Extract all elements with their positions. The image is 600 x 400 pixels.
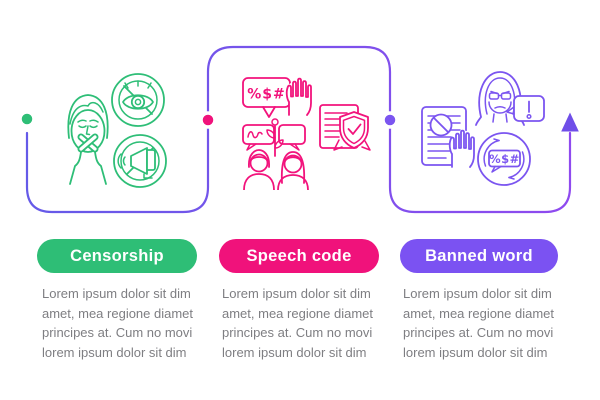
description-line: principes at. Cum no movi: [222, 325, 373, 340]
arrow-up-icon: [561, 112, 579, 132]
censorship-pill-label: Censorship: [70, 246, 164, 265]
speech-code-pill: Speech code: [219, 239, 379, 273]
no-eye-icon: [111, 73, 165, 127]
no-megaphone-icon: [113, 134, 167, 188]
description-line: lorem ipsum dolor sit dim: [403, 344, 548, 360]
censorship-icons: [67, 73, 167, 188]
silenced-woman-icon: [67, 94, 109, 185]
description-line: principes at. Cum no movi: [42, 325, 193, 340]
description-line: lorem ipsum dolor sit dim: [42, 344, 187, 360]
no-profanity-icon: %$#: [477, 132, 531, 186]
description-line: principes at. Cum no movi: [403, 325, 554, 340]
flow-line: [25, 45, 572, 214]
description-line: Lorem ipsum dolor sit dim: [403, 286, 552, 301]
banned-word-pill: Banned word: [400, 239, 558, 273]
hooded-person-icon: [475, 71, 525, 126]
speech-code-icons: %$#: [242, 77, 371, 190]
speech-code-description: Lorem ipsum dolor sit dim amet, mea regi…: [222, 284, 373, 362]
censored-document-icon: [421, 106, 467, 166]
description-line: amet, mea regione diamet: [42, 305, 194, 321]
conversation-icon: [242, 118, 309, 190]
svg-text:%$#: %$#: [489, 152, 520, 166]
speech-code-pill-label: Speech code: [246, 246, 352, 265]
description-line: amet, mea regione diamet: [403, 305, 555, 321]
svg-text:%$#: %$#: [247, 87, 286, 103]
banned-word-icons: %$#: [421, 71, 545, 186]
banned-word-dot: [381, 111, 399, 129]
banned-word-pill-label: Banned word: [425, 246, 533, 265]
speech-code-dot: [199, 111, 217, 129]
profanity-bubble-icon: %$#: [242, 77, 291, 118]
censorship-description: Lorem ipsum dolor sit dim amet, mea regi…: [42, 284, 193, 362]
censorship-dot: [18, 110, 36, 128]
certificate-shield-icon: [319, 104, 371, 151]
exclamation-bubble-icon: [506, 95, 545, 122]
description-line: amet, mea regione diamet: [222, 305, 374, 321]
description-line: lorem ipsum dolor sit dim: [222, 344, 367, 360]
censorship-pill: Censorship: [37, 239, 197, 273]
description-line: Lorem ipsum dolor sit dim: [222, 286, 371, 301]
stop-hand-icon: [448, 129, 475, 168]
banned-word-description: Lorem ipsum dolor sit dim amet, mea regi…: [403, 284, 554, 362]
stop-hand-icon: [285, 77, 312, 116]
description-line: Lorem ipsum dolor sit dim: [42, 286, 191, 301]
